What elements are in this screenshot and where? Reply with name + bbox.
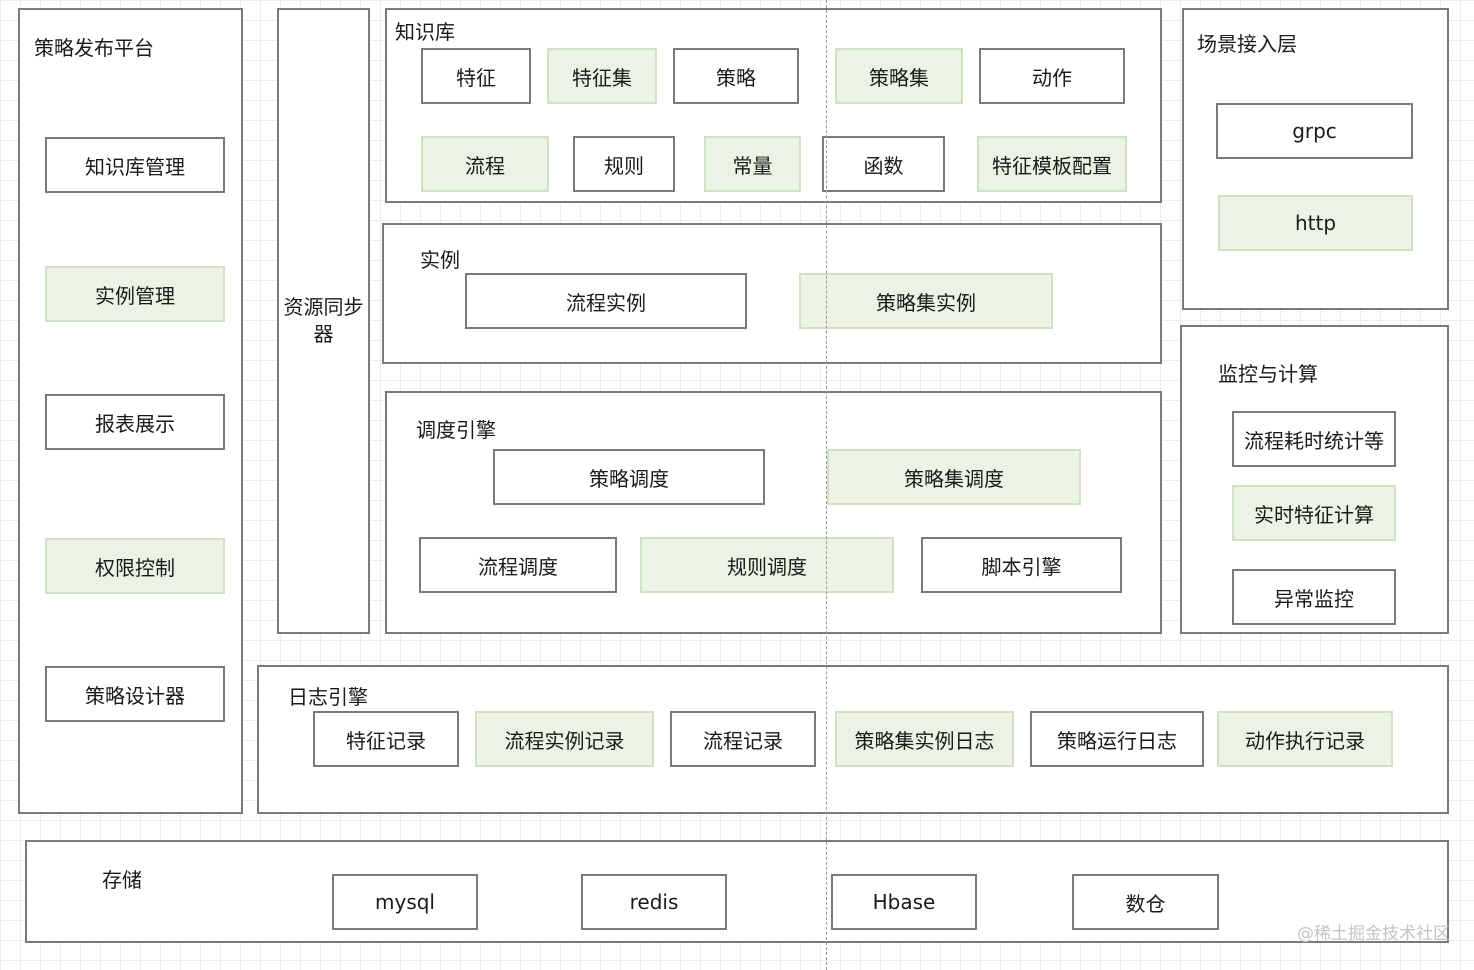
resource-sync-label: 资源同步器	[283, 295, 364, 346]
node-flow-record[interactable]: 流程记录	[670, 711, 816, 767]
node-realtime-feature-compute[interactable]: 实时特征计算	[1232, 485, 1396, 541]
node-flow-instance[interactable]: 流程实例	[465, 273, 747, 329]
node-rule-scheduling[interactable]: 规则调度	[640, 537, 894, 593]
scene-access-panel	[1182, 8, 1449, 310]
node-http[interactable]: http	[1218, 195, 1413, 251]
scheduler-panel	[385, 391, 1162, 634]
node-flow-duration-stats[interactable]: 流程耗时统计等	[1232, 411, 1396, 467]
node-strategy-set[interactable]: 策略集	[835, 48, 963, 104]
node-strategy[interactable]: 策略	[673, 48, 799, 104]
node-feature-record[interactable]: 特征记录	[313, 711, 459, 767]
node-strategy-designer[interactable]: 策略设计器	[45, 666, 225, 722]
node-function[interactable]: 函数	[822, 136, 945, 192]
scene-access-title: 场景接入层	[1197, 32, 1297, 56]
node-flow[interactable]: 流程	[421, 136, 549, 192]
log-engine-title: 日志引擎	[288, 685, 368, 709]
node-feature-template-config[interactable]: 特征模板配置	[977, 136, 1127, 192]
node-action[interactable]: 动作	[979, 48, 1125, 104]
node-flow-instance-record[interactable]: 流程实例记录	[475, 711, 654, 767]
node-constant[interactable]: 常量	[704, 136, 801, 192]
node-grpc[interactable]: grpc	[1216, 103, 1413, 159]
node-script-engine[interactable]: 脚本引擎	[921, 537, 1122, 593]
node-strategy-set-scheduling[interactable]: 策略集调度	[827, 449, 1081, 505]
node-rule[interactable]: 规则	[573, 136, 675, 192]
instance-title: 实例	[420, 248, 460, 272]
knowledge-title: 知识库	[395, 20, 455, 44]
node-strategy-set-instance-log[interactable]: 策略集实例日志	[835, 711, 1014, 767]
node-strategy-scheduling[interactable]: 策略调度	[493, 449, 765, 505]
node-feature-set[interactable]: 特征集	[547, 48, 657, 104]
node-data-warehouse[interactable]: 数仓	[1072, 874, 1219, 930]
scheduler-title: 调度引擎	[416, 418, 496, 442]
node-strategy-set-instance[interactable]: 策略集实例	[799, 273, 1053, 329]
node-strategy-run-log[interactable]: 策略运行日志	[1030, 711, 1204, 767]
node-redis[interactable]: redis	[581, 874, 727, 930]
resource-sync-panel	[277, 8, 370, 634]
node-hbase[interactable]: Hbase	[831, 874, 977, 930]
node-flow-scheduling[interactable]: 流程调度	[419, 537, 617, 593]
watermark: @稀土掘金技术社区	[1297, 924, 1450, 944]
node-knowledge-management[interactable]: 知识库管理	[45, 137, 225, 193]
storage-title: 存储	[102, 868, 142, 892]
node-permission-control[interactable]: 权限控制	[45, 538, 225, 594]
node-instance-management[interactable]: 实例管理	[45, 266, 225, 322]
platform-title: 策略发布平台	[34, 36, 154, 60]
node-report-display[interactable]: 报表展示	[45, 394, 225, 450]
storage-panel	[25, 840, 1449, 943]
node-action-execution-record[interactable]: 动作执行记录	[1217, 711, 1393, 767]
monitor-title: 监控与计算	[1218, 362, 1318, 386]
node-anomaly-monitoring[interactable]: 异常监控	[1232, 569, 1396, 625]
page-guide-line	[826, 0, 827, 970]
node-feature[interactable]: 特征	[421, 48, 531, 104]
node-mysql[interactable]: mysql	[332, 874, 478, 930]
